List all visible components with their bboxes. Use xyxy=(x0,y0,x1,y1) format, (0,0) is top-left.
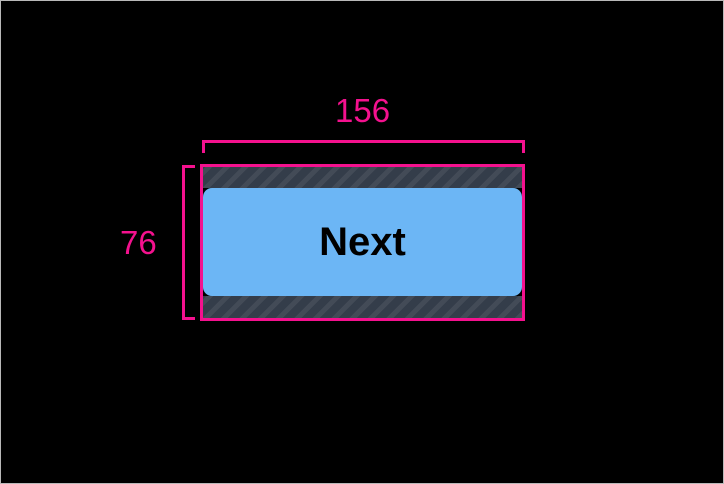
highlighted-element-box: Next xyxy=(200,164,525,321)
height-dimension-label: 76 xyxy=(120,224,157,261)
padding-hatch-bottom xyxy=(203,296,522,318)
width-dimension-bracket xyxy=(202,140,525,153)
height-dimension-bracket xyxy=(182,165,195,320)
width-dimension-label: 156 xyxy=(335,92,391,129)
padding-hatch-top xyxy=(203,167,522,188)
next-button[interactable]: Next xyxy=(203,188,522,296)
next-button-label: Next xyxy=(319,220,406,264)
